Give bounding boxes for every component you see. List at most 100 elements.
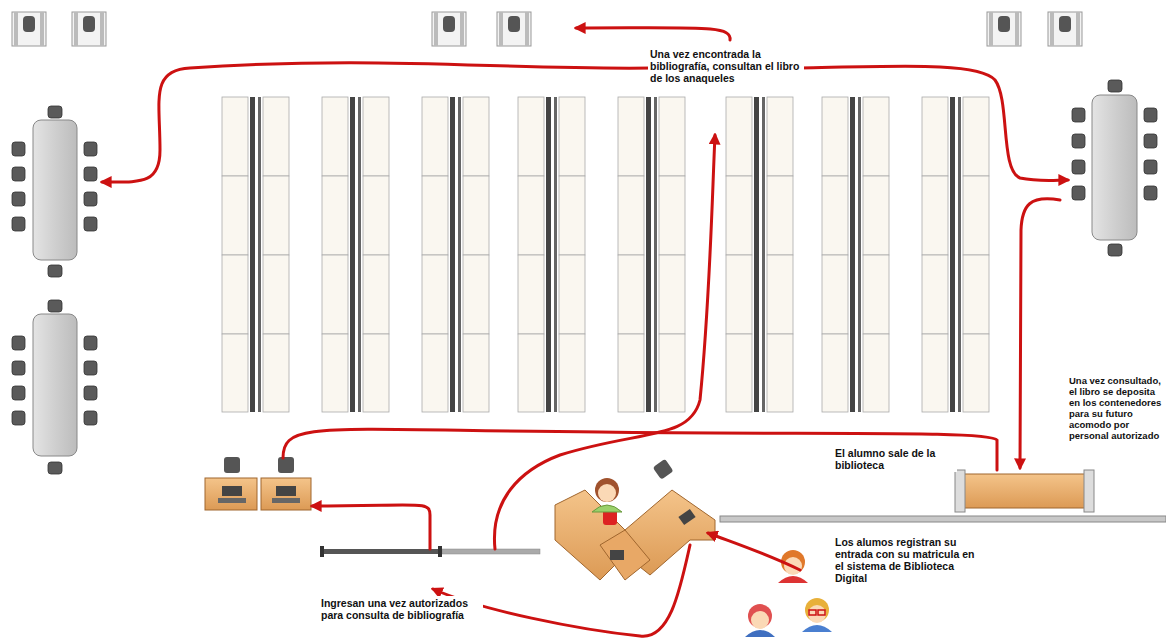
carrel-side <box>989 12 993 46</box>
annotation: Los alumos registran su entrada con su m… <box>833 535 987 585</box>
shelf-panel <box>618 176 644 255</box>
shelf-panel <box>922 334 948 412</box>
chair <box>1144 108 1157 122</box>
flow-arrows <box>102 28 1068 636</box>
shelf-panel <box>822 255 848 334</box>
shelf-panel <box>222 255 248 334</box>
librarian <box>592 478 622 512</box>
carrel-desk <box>1048 12 1082 46</box>
shelf-panel <box>263 334 289 412</box>
shelf-panel <box>963 176 989 255</box>
container-cap <box>955 470 965 512</box>
shelf-panel <box>363 334 389 412</box>
carrel-desk <box>987 12 1021 46</box>
chair <box>1072 134 1085 148</box>
chair <box>48 462 62 474</box>
chair <box>84 217 97 231</box>
shelf-panel <box>322 255 348 334</box>
shelf-panel <box>363 255 389 334</box>
shelf-panel <box>922 255 948 334</box>
turnstile <box>442 549 540 554</box>
shelf-spine <box>458 97 461 412</box>
shelf-panel <box>463 97 489 176</box>
chair <box>84 411 97 425</box>
shelf-panel <box>822 97 848 176</box>
shelf-panel <box>922 97 948 176</box>
carrel-desk <box>432 12 466 46</box>
shelf-panel <box>263 255 289 334</box>
shelf-spine <box>958 97 961 412</box>
shelf-panel <box>726 255 752 334</box>
shelf-panel <box>263 97 289 176</box>
shelf-panel <box>963 334 989 412</box>
carrel-side <box>100 12 104 46</box>
shelf-panel <box>559 176 585 255</box>
chair <box>23 16 35 32</box>
chair <box>84 361 97 375</box>
carrel-side <box>434 12 438 46</box>
shelf-panel <box>822 334 848 412</box>
chair <box>1108 244 1122 256</box>
shelf-spine <box>554 97 557 412</box>
chair <box>508 16 520 32</box>
shelf-panel <box>863 97 889 176</box>
turnstile-post <box>320 546 324 557</box>
turnstile <box>322 549 442 554</box>
shelf-panel <box>767 334 793 412</box>
chair <box>48 265 62 277</box>
chair <box>1072 108 1085 122</box>
return-container <box>962 474 1088 508</box>
shelf-panel <box>463 176 489 255</box>
shelf-panel <box>726 334 752 412</box>
container-cap <box>1084 470 1094 512</box>
shelf-spine <box>850 97 855 412</box>
carrel-desk <box>12 12 46 46</box>
carrel-desk <box>497 12 531 46</box>
chair <box>48 300 62 312</box>
shelf-spine <box>450 97 455 412</box>
reading-table <box>1092 95 1137 240</box>
chair <box>84 167 97 181</box>
chair <box>998 16 1010 32</box>
chair <box>12 217 25 231</box>
study-carrels <box>12 12 1082 46</box>
chair <box>84 336 97 350</box>
chair <box>12 192 25 206</box>
chair <box>84 192 97 206</box>
shelf-spine <box>950 97 955 412</box>
chair <box>12 411 25 425</box>
shelf-spine <box>358 97 361 412</box>
shelf-panel <box>363 176 389 255</box>
shelf-spine <box>654 97 657 412</box>
shelf-spine <box>762 97 765 412</box>
shelf-panel <box>726 97 752 176</box>
carrel-side <box>1076 12 1080 46</box>
shelf-panel <box>922 176 948 255</box>
shelf-panel <box>322 176 348 255</box>
shelf-panel <box>767 176 793 255</box>
shelf-panel <box>618 334 644 412</box>
carrel-side <box>525 12 529 46</box>
shelf-spine <box>350 97 355 412</box>
shelf-panel <box>518 97 544 176</box>
carrel-side <box>1050 12 1054 46</box>
shelf-spine <box>250 97 255 412</box>
shelf-panel <box>863 176 889 255</box>
chair <box>443 16 455 32</box>
carrel-side <box>40 12 44 46</box>
chair <box>12 142 25 156</box>
turnstile-post <box>438 546 442 557</box>
carrel-side <box>74 12 78 46</box>
shelf-panel <box>767 97 793 176</box>
chair <box>1072 186 1085 200</box>
shelf-spine <box>754 97 759 412</box>
shelf-panel <box>618 97 644 176</box>
shelf-panel <box>463 334 489 412</box>
annotation: El alumno sale de la biblioteca <box>833 446 957 472</box>
shelf-panel <box>618 255 644 334</box>
carrel-side <box>460 12 464 46</box>
chair <box>83 16 95 32</box>
computer-desks <box>205 457 311 510</box>
chair <box>48 106 62 118</box>
